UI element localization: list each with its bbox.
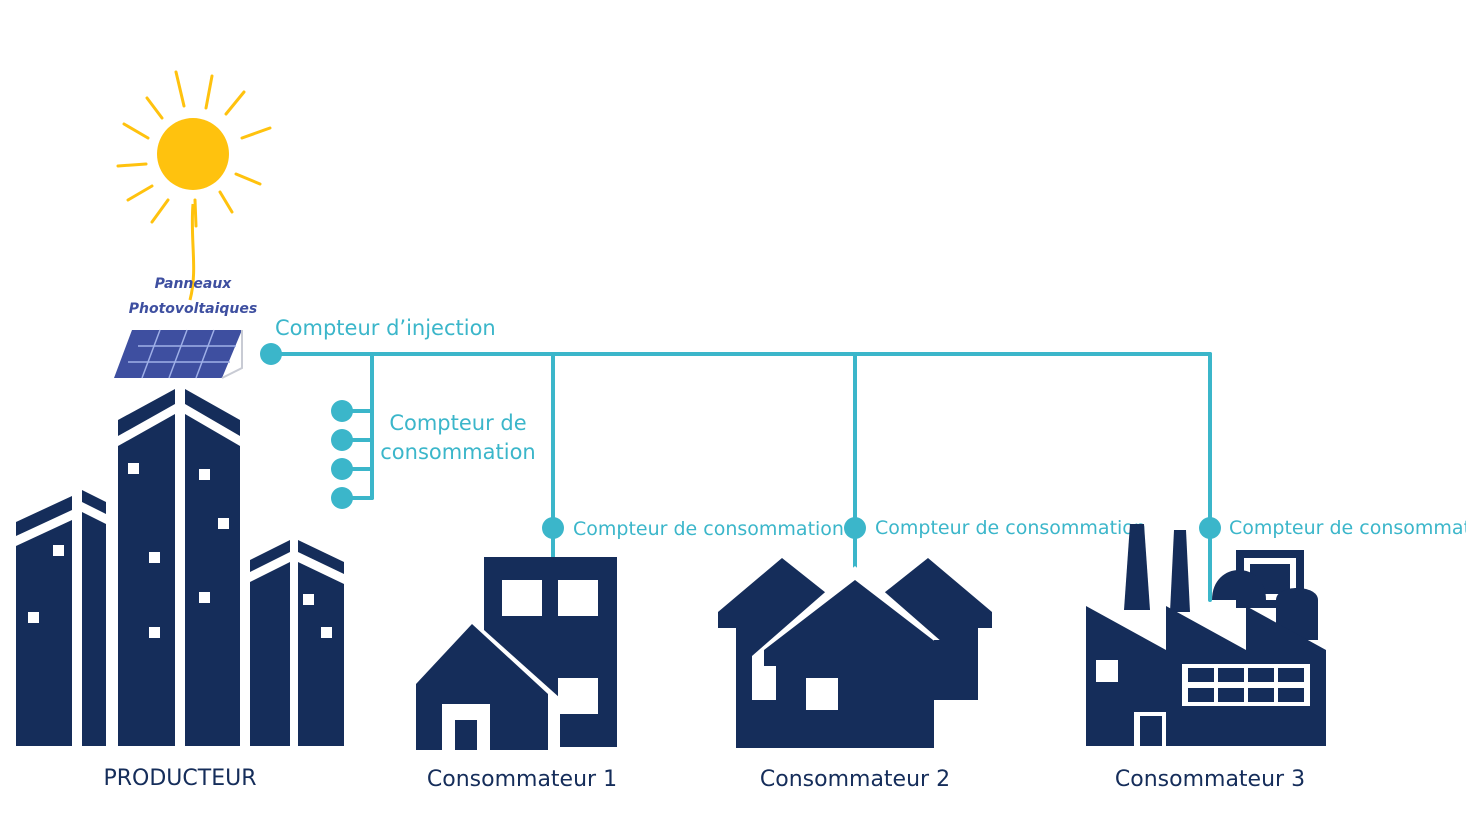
producer-meter-node: [331, 400, 353, 422]
producer-meter-node: [331, 458, 353, 480]
producer-buildings-icon: [16, 389, 344, 746]
consumer1-building-icon: [416, 557, 617, 750]
producer-meter-node: [331, 487, 353, 509]
consumer3-meter-node: [1199, 517, 1221, 539]
injection-meter-label: Compteur d’injection: [275, 316, 496, 340]
consumer1-label: Consommateur 1: [427, 767, 617, 792]
consumer2-meter-label: Compteur de consommation: [875, 517, 1146, 539]
consumer2-label: Consommateur 2: [760, 767, 950, 792]
panel-label-line1: Panneaux: [155, 276, 233, 292]
consumer2-meter-node: [844, 517, 866, 539]
consumer1-meter-label: Compteur de consommation: [573, 518, 844, 540]
producer-label: PRODUCTEUR: [103, 766, 256, 791]
grid-wires: [270, 352, 1212, 602]
consumer3-label: Consommateur 3: [1115, 767, 1305, 792]
producer-meter-label-line2: consommation: [380, 440, 536, 464]
consumer1-meter-node: [542, 517, 564, 539]
panel-label-line2: Photovoltaiques: [129, 301, 257, 317]
consumer3-factory-icon: [1086, 524, 1326, 746]
solar-panel-icon: [114, 329, 243, 379]
producer-meter-node: [331, 429, 353, 451]
injection-meter-node: [260, 343, 282, 365]
consumer2-houses-icon: [718, 558, 992, 748]
consumer3-meter-label: Compteur de consommation: [1229, 517, 1466, 539]
sun-icon: [116, 70, 272, 301]
producer-meter-label-line1: Compteur de: [389, 411, 526, 435]
